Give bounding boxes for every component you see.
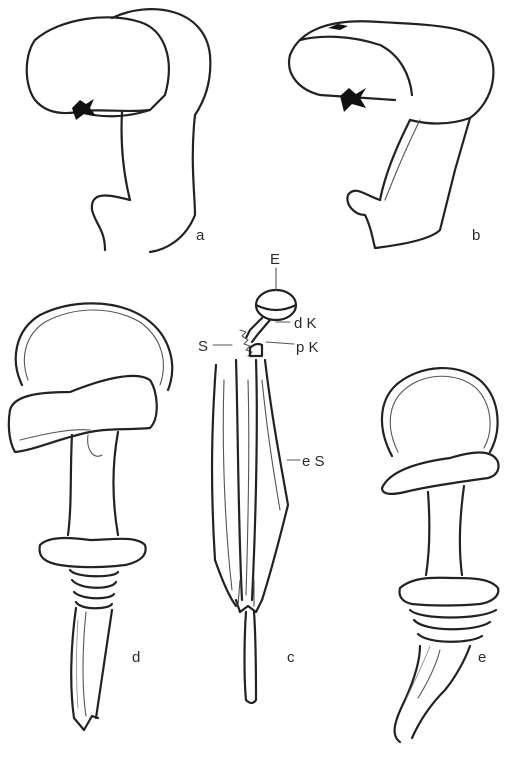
annotation-S: S — [198, 338, 208, 355]
panel-c-drawing — [212, 290, 296, 703]
ossicle-mark-b — [340, 88, 366, 112]
panel-label-a: a — [196, 227, 205, 244]
panel-d-drawing — [9, 303, 172, 730]
annotation-dK: d K — [294, 315, 317, 332]
panel-e-drawing — [382, 368, 499, 742]
annotation-eS: e S — [302, 453, 325, 470]
annotation-E: E — [270, 251, 280, 268]
panel-label-e: e — [478, 649, 486, 666]
panel-label-c: c — [287, 649, 295, 666]
panel-b-drawing — [289, 21, 493, 248]
panel-label-b: b — [472, 227, 480, 244]
annotation-pK: p K — [296, 339, 319, 356]
panel-a-drawing — [27, 9, 211, 252]
panel-label-d: d — [132, 649, 140, 666]
ossicle-mark-a — [72, 99, 96, 120]
